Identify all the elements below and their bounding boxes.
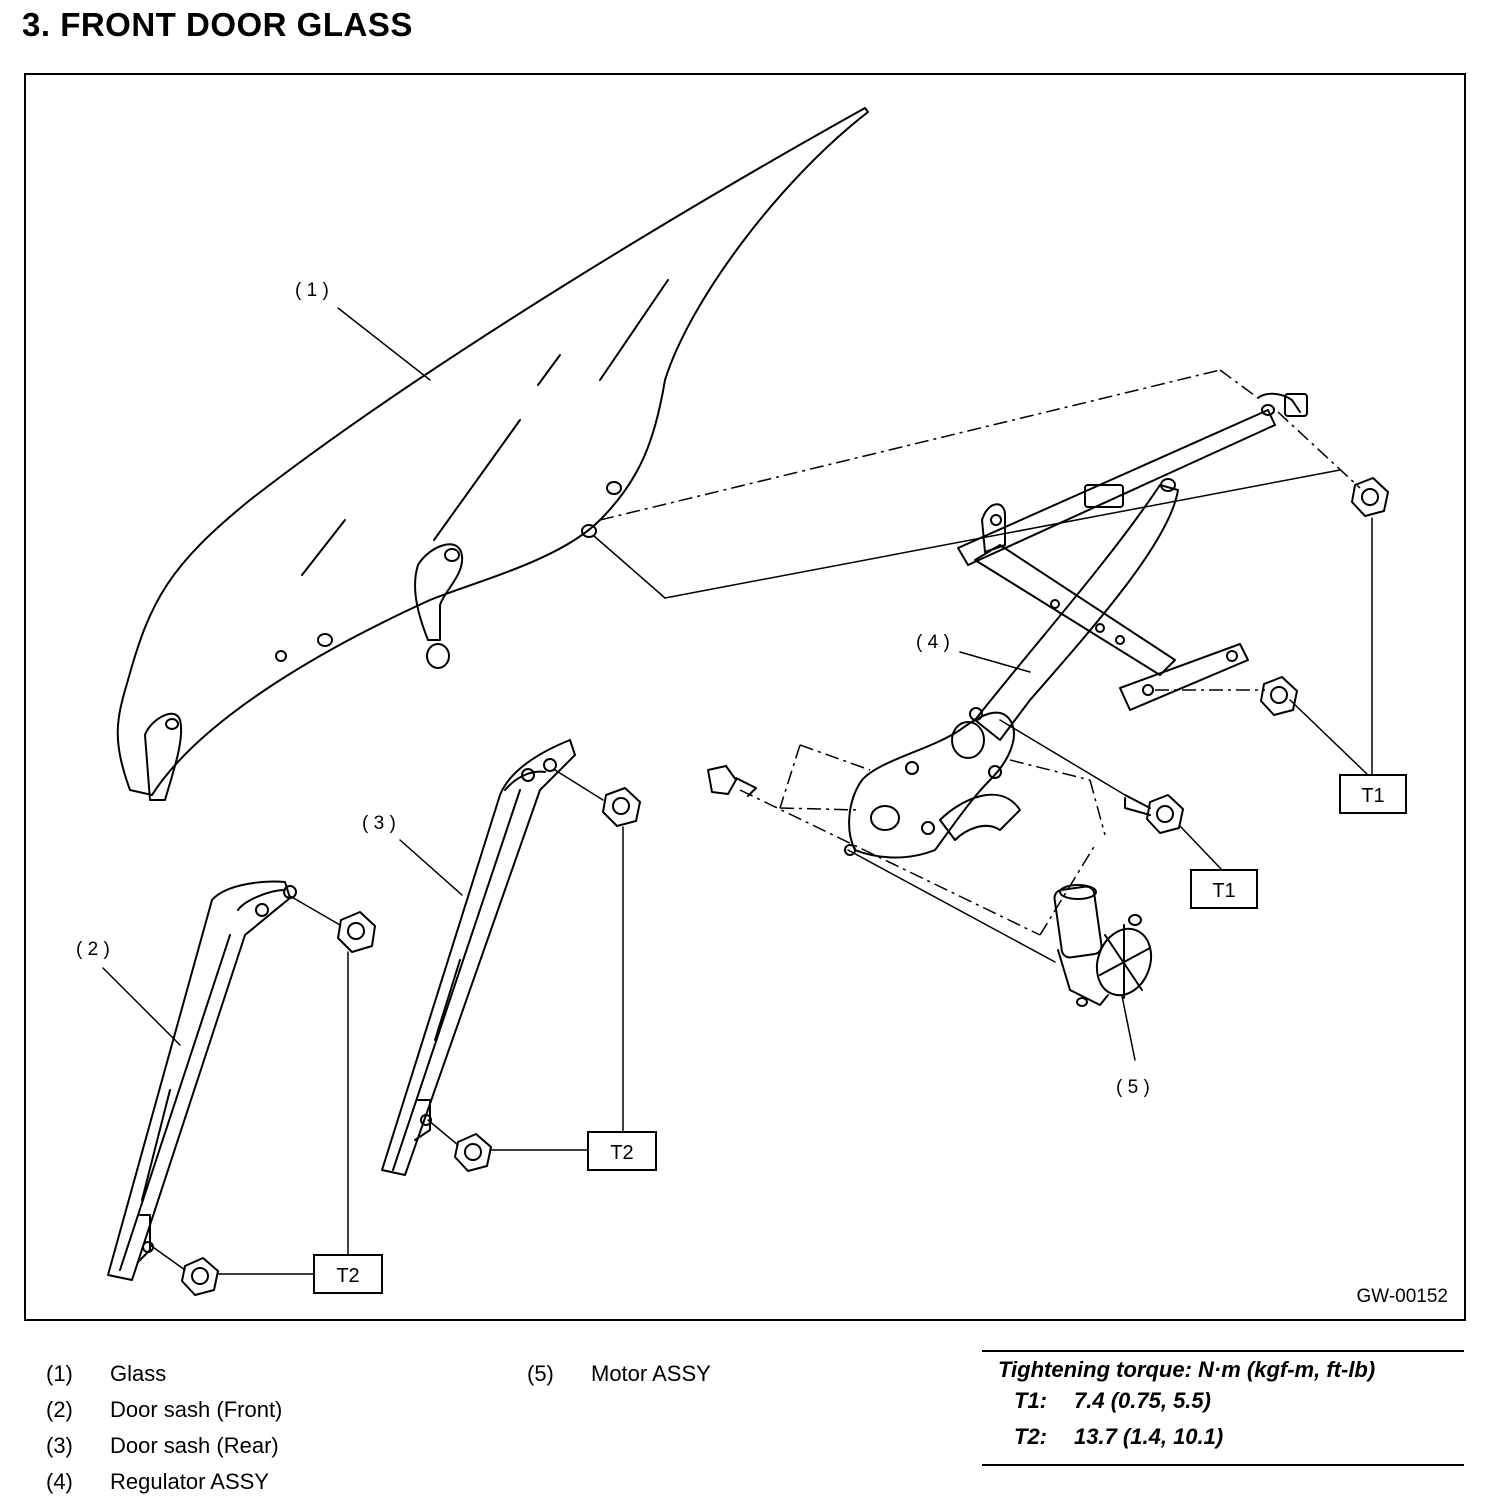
- torque-spec-label: T2:: [1014, 1424, 1047, 1449]
- callout-2: ( 2 ): [76, 939, 110, 960]
- torque-spec-value: 13.7 (1.4, 10.1): [1074, 1424, 1224, 1449]
- legend-item-label: Motor ASSY: [591, 1361, 711, 1386]
- torque-spec-heading: Tightening torque: N·m (kgf-m, ft-lb): [998, 1357, 1376, 1382]
- legend-item-number: (3): [46, 1433, 73, 1458]
- legend-item: (5) Motor ASSY: [527, 1356, 711, 1392]
- torque-label-t2-rear: T2: [610, 1142, 633, 1164]
- legend-item: (4) Regulator ASSY: [46, 1464, 282, 1500]
- torque-spec-table: Tightening torque: N·m (kgf-m, ft-lb) T1…: [982, 1350, 1464, 1466]
- legend-item-label: Regulator ASSY: [110, 1469, 269, 1494]
- torque-label-t1-lower: T1: [1212, 880, 1235, 902]
- torque-spec-value: 7.4 (0.75, 5.5): [1074, 1388, 1211, 1413]
- regulator-fasteners: [707, 477, 1389, 834]
- torque-label-t2-front: T2: [336, 1265, 359, 1287]
- torque-spec-row: T1: 7.4 (0.75, 5.5): [982, 1383, 1464, 1419]
- torque-box-t2-rear: [587, 1131, 657, 1171]
- legend-item-number: (2): [46, 1397, 73, 1422]
- torque-spec-label: T1:: [1014, 1388, 1047, 1413]
- regulator-assembly: [844, 392, 1308, 859]
- callout-4: ( 4 ): [916, 632, 950, 653]
- legend-item-number: (5): [527, 1361, 554, 1386]
- torque-spec-row: T2: 13.7 (1.4, 10.1): [982, 1419, 1464, 1455]
- door-sash-front: [107, 880, 376, 1296]
- legend-item: (3) Door sash (Rear): [46, 1428, 282, 1464]
- page-title: 3. FRONT DOOR GLASS: [22, 6, 413, 43]
- legend-item: (2) Door sash (Front): [46, 1392, 282, 1428]
- legend-right: (5) Motor ASSY: [527, 1356, 711, 1392]
- legend-item-number: (4): [46, 1469, 73, 1494]
- torque-box-t2-front: [313, 1254, 383, 1294]
- legend-item-label: Glass: [110, 1361, 167, 1386]
- legend-item-number: (1): [46, 1361, 73, 1386]
- door-sash-rear: [381, 739, 641, 1176]
- callout-3: ( 3 ): [362, 813, 396, 834]
- diagram-frame: [24, 73, 1466, 1321]
- legend-item-label: Door sash (Rear): [110, 1433, 279, 1458]
- callout-5: ( 5 ): [1116, 1077, 1150, 1098]
- motor-assembly: [1053, 884, 1153, 1007]
- legend-left: (1) Glass (2) Door sash (Front) (3) Door sa…: [46, 1356, 282, 1500]
- torque-label-t1-upper: T1: [1361, 785, 1384, 807]
- legend-item: (1) Glass: [46, 1356, 282, 1392]
- figure-code: GW-00152: [1356, 1286, 1448, 1307]
- glass-part: [116, 107, 869, 801]
- torque-box-t1-lower: [1190, 869, 1258, 909]
- legend-item-label: Door sash (Front): [110, 1397, 283, 1422]
- callout-1: ( 1 ): [295, 280, 329, 301]
- torque-box-t1-upper: [1339, 774, 1407, 814]
